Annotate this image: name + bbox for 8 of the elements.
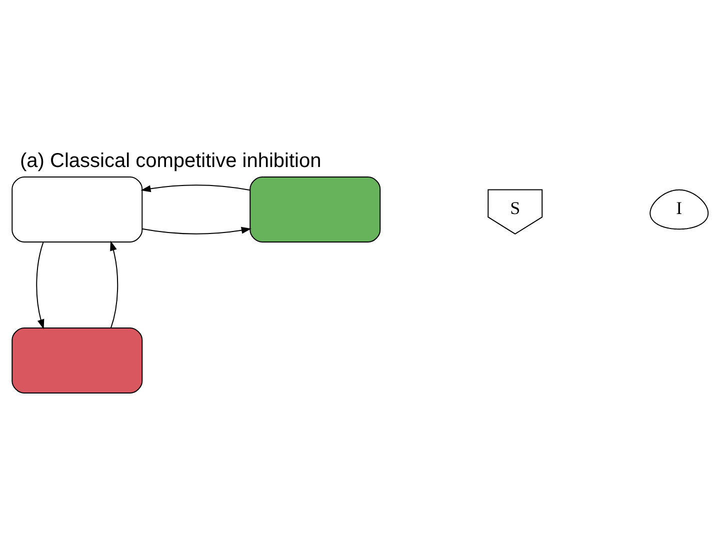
arrow (110, 240, 118, 328)
arrow (142, 226, 252, 234)
diagram-title: (a) Classical competitive inhibition (20, 150, 322, 172)
arrow (140, 184, 250, 192)
node-box (250, 176, 381, 242)
node-box (12, 328, 143, 394)
node-box (12, 176, 143, 242)
arrow (36, 242, 44, 330)
